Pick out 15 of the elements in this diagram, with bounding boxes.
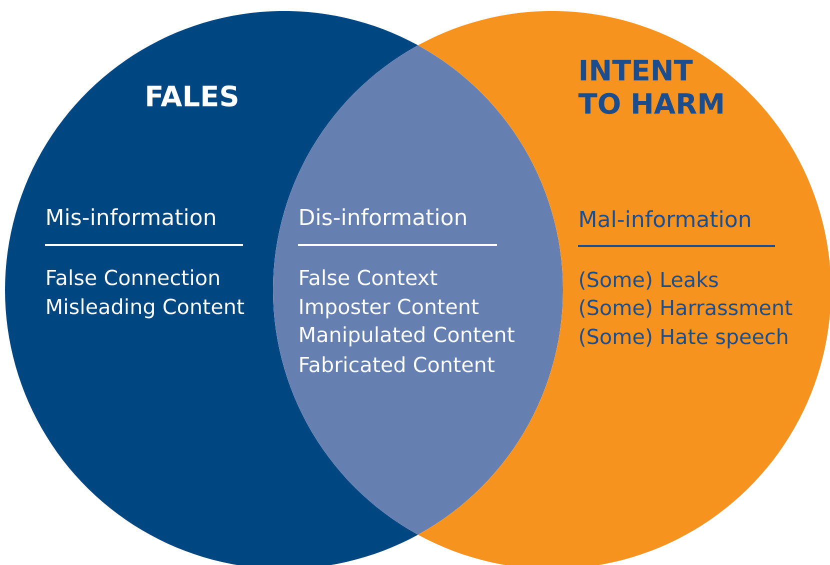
- heading: Mis-information: [47, 208, 215, 226]
- list-item: Misleading Content: [47, 298, 244, 318]
- list-item: Manipulated Content: [300, 326, 514, 346]
- list-item: False Connection: [47, 269, 219, 286]
- list-item: False Context: [300, 269, 438, 286]
- list-item: Imposter Content: [300, 298, 479, 318]
- heading: Mal-information: [580, 210, 750, 228]
- title: FALES: [147, 85, 238, 107]
- heading: Dis-information: [300, 208, 466, 226]
- list-item: (Some) Leaks: [580, 271, 718, 290]
- list-item: (Some) Harrassment: [580, 299, 792, 318]
- overlap-region: [273, 45, 563, 535]
- list-item: Fabricated Content: [300, 356, 495, 372]
- list-item: (Some) Hate speech: [580, 328, 788, 348]
- title: INTENT TO HARM: [578, 60, 722, 114]
